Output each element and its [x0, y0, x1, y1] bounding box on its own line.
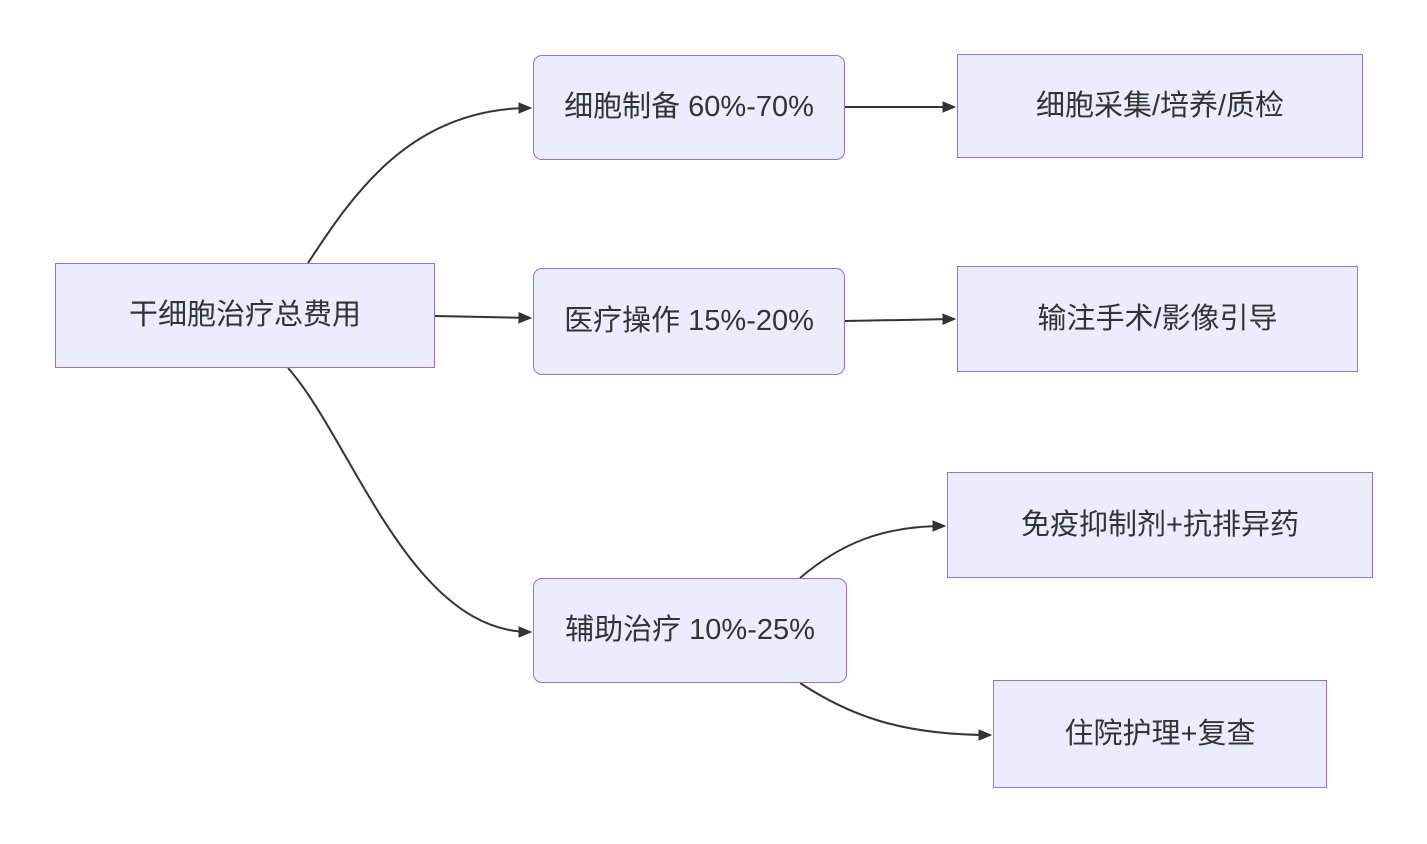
edge-adjunct-to-care	[799, 682, 993, 741]
node-adjunct-drugs-label: 免疫抑制剂+抗排异药	[1021, 508, 1299, 541]
node-cell-preparation-detail: 细胞采集/培养/质检	[957, 54, 1363, 158]
node-total-cost-label: 干细胞治疗总费用	[128, 299, 361, 332]
node-medical-operation-detail-label: 输注手术/影像引导	[1037, 302, 1278, 335]
node-adjunct-care: 住院护理+复查	[993, 680, 1327, 788]
edge-adjunct-to-drugs	[799, 520, 947, 579]
node-medical-operation-label: 医疗操作 15%-20%	[564, 305, 814, 338]
edge-root-to-medical-op	[434, 311, 533, 324]
node-adjunct-care-label: 住院护理+复查	[1064, 717, 1256, 750]
node-medical-operation-detail: 输注手术/影像引导	[957, 266, 1358, 372]
node-cell-preparation-label: 细胞制备 60%-70%	[564, 91, 814, 124]
edge-root-to-cell-prep	[307, 102, 533, 264]
node-cell-preparation-detail-label: 细胞采集/培养/质检	[1035, 89, 1285, 122]
node-adjunct-drugs: 免疫抑制剂+抗排异药	[947, 472, 1373, 578]
edge-medical-op-to-detail	[844, 313, 957, 326]
node-medical-operation: 医疗操作 15%-20%	[533, 268, 845, 375]
edge-root-to-adjunct	[287, 367, 533, 638]
node-adjunct-therapy-label: 辅助治疗 10%-25%	[565, 614, 815, 647]
node-adjunct-therapy: 辅助治疗 10%-25%	[533, 578, 847, 683]
node-cell-preparation: 细胞制备 60%-70%	[533, 55, 845, 160]
node-total-cost: 干细胞治疗总费用	[55, 263, 435, 368]
